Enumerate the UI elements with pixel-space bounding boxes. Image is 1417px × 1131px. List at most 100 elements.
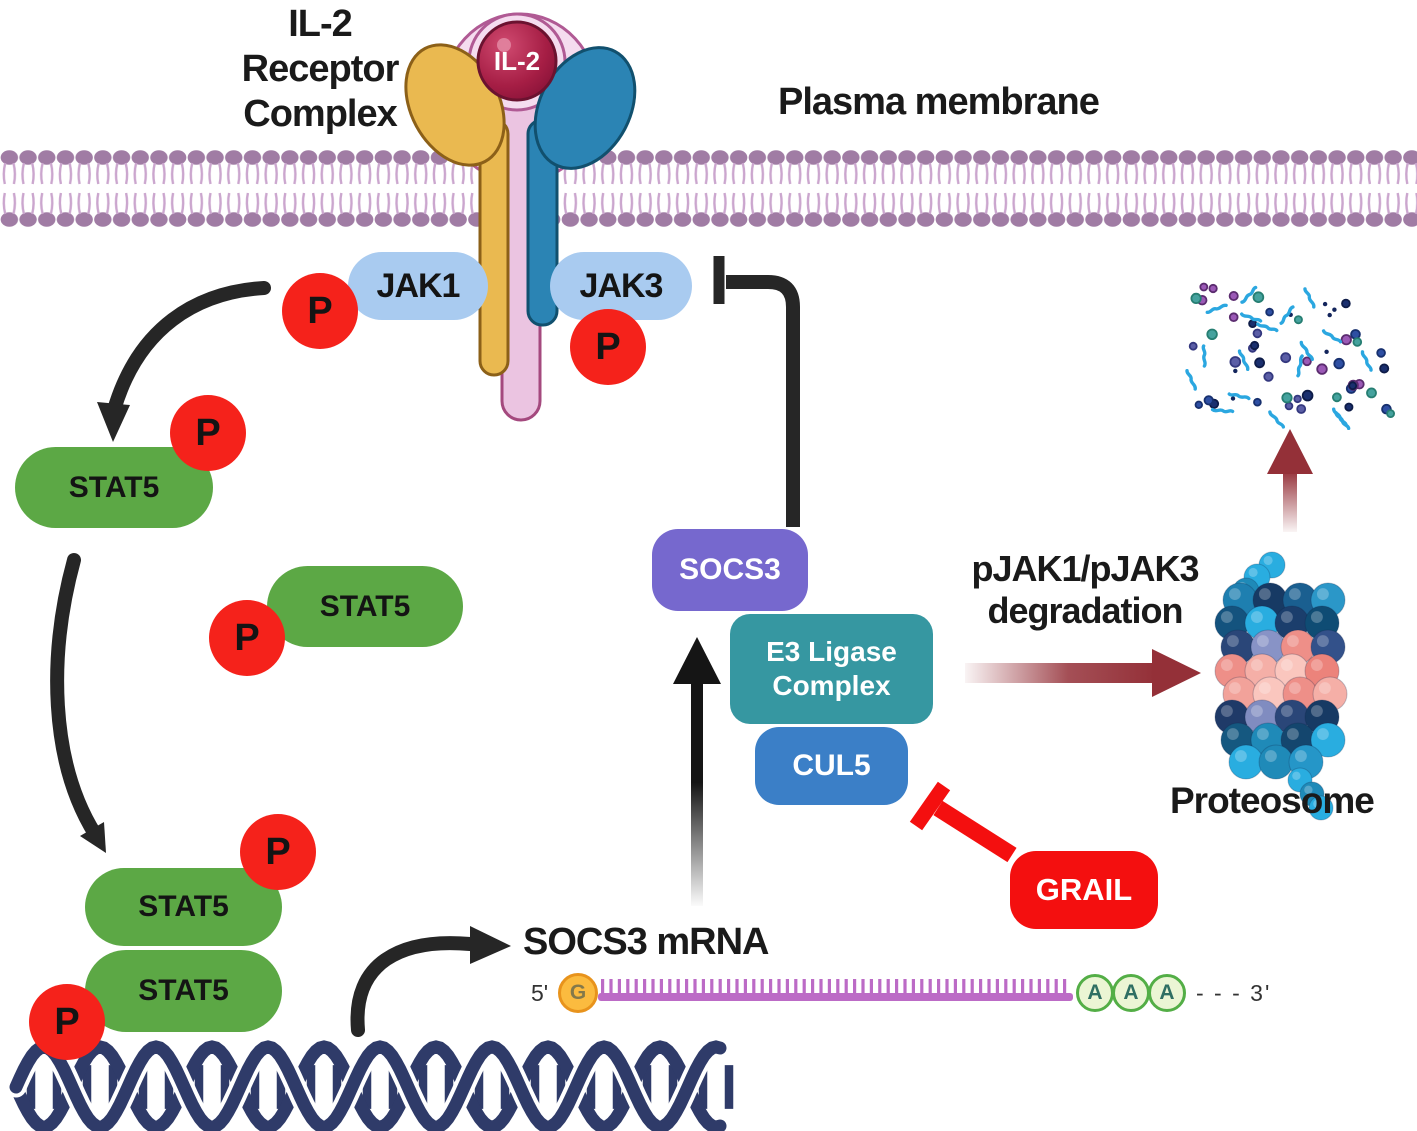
arrow-to-proteosome-head (1152, 649, 1201, 697)
proteosome-sphere-highlight (1288, 588, 1301, 600)
debris-dot (1333, 357, 1345, 370)
debris-peptide-squiggle (1256, 322, 1279, 333)
stat5-dimer-bottom-box: STAT5 (85, 950, 282, 1032)
proteosome-sphere-highlight (1264, 750, 1277, 762)
debris-peptide-squiggle (1227, 392, 1251, 401)
mrna-tick (718, 979, 722, 995)
debris-peptide-squiggle (1205, 303, 1228, 315)
proteosome-sphere-highlight (1286, 635, 1299, 647)
mrna-tick (1054, 979, 1058, 995)
cul5-box: CUL5 (755, 727, 908, 805)
mrna-tick (668, 979, 672, 995)
debris-dot (1386, 409, 1395, 419)
mrna-tick (962, 979, 966, 995)
proteosome-sphere-highlight (1280, 611, 1293, 623)
debris-dot (1379, 363, 1390, 374)
proteosome-sphere-highlight (1304, 785, 1313, 794)
dna-double-helix (5, 1036, 734, 1131)
debris-dot (1263, 371, 1274, 382)
proteosome-sphere-highlight (1256, 728, 1269, 740)
mrna-tick (802, 979, 806, 995)
proteosome-sphere-highlight (1228, 588, 1241, 600)
mrna-polya-1: A (1076, 974, 1114, 1012)
proteosome-sphere-highlight (1248, 567, 1258, 577)
mrna-tick (626, 979, 630, 995)
mrna-tick (693, 979, 697, 995)
mrna-tick (886, 979, 890, 995)
mrna-tick (1037, 979, 1041, 995)
debris-dot (1206, 328, 1218, 341)
jak1-box: JAK1 (348, 252, 488, 320)
debris-dot (1284, 401, 1294, 411)
debris-peptide-squiggle (1185, 369, 1197, 391)
e3-ligase-label-line2: Complex (772, 670, 891, 701)
il2-ligand-highlight (497, 38, 511, 52)
arrow-to-proteosome-shaft (965, 663, 1155, 683)
proteosome-sphere-highlight (1316, 635, 1329, 647)
debris-dot (1366, 387, 1377, 399)
mrna-tick (685, 979, 689, 995)
debris-dot (1199, 282, 1209, 292)
mrna-tick (911, 979, 915, 995)
proteosome-sphere-highlight (1220, 705, 1233, 717)
proteosome-sphere-highlight (1250, 705, 1263, 717)
receptor-complex-label-line3: Complex (243, 93, 397, 135)
debris-dot (1341, 298, 1351, 309)
mrna-five-prime-label: 5' (531, 980, 549, 1006)
inhibition-grail-to-cul5-cap (909, 781, 951, 831)
debris-dot (1344, 402, 1354, 412)
debris-peptide-squiggle (1237, 349, 1250, 371)
debris-dot (1188, 341, 1198, 351)
stat5-dimer-top-box: STAT5 (85, 868, 282, 946)
mrna-tick (1012, 979, 1016, 995)
mrna-tick (995, 979, 999, 995)
proteosome-sphere (1308, 795, 1334, 821)
debris-peptide-squiggle (1239, 312, 1263, 323)
proteosome-sphere-highlight (1226, 728, 1239, 740)
proteosome-sphere-highlight (1258, 682, 1271, 694)
debris-dot-small (1322, 301, 1328, 307)
mrna-tick (853, 979, 857, 995)
mrna-tick (785, 979, 789, 995)
debris-dot (1208, 283, 1218, 294)
mrna-tick (769, 979, 773, 995)
arrow-mrna-to-socs3-head (673, 637, 721, 684)
mrna-tick (777, 979, 781, 995)
mrna-tick (676, 979, 680, 995)
proteosome-sphere-highlight (1292, 771, 1301, 780)
degradation-arrows (965, 429, 1313, 697)
proteosome-graphic (1214, 551, 1348, 821)
mrna-tick (928, 979, 932, 995)
debris-dot-small (1230, 396, 1236, 401)
debris-dot (1203, 395, 1214, 406)
degradation-label: pJAK1/pJAK3 degradation (935, 548, 1235, 632)
arrow-stat5-dimerization (50, 553, 102, 841)
mrna-cap-g: G (558, 973, 598, 1013)
debris-peptide-squiggle (1268, 410, 1286, 429)
proteosome-sphere-highlight (1294, 750, 1307, 762)
debris-peptide-squiggle (1303, 287, 1316, 309)
proteosome-sphere-highlight (1228, 682, 1241, 694)
mrna-tick (1021, 979, 1025, 995)
grail-box: GRAIL (1010, 851, 1158, 929)
debris-peptide-squiggle (1201, 344, 1207, 368)
mrna-tick (937, 979, 941, 995)
plasma-membrane-label: Plasma membrane (778, 81, 1100, 123)
debris-dot (1229, 356, 1242, 368)
mrna-tick (651, 979, 655, 995)
mrna-tick (794, 979, 798, 995)
debris-dot (1281, 392, 1293, 404)
arrowhead-dna-to-mrna (470, 926, 511, 964)
mrna-tick (760, 979, 764, 995)
debris-peptide-squiggle (1299, 340, 1314, 361)
proteosome-sphere (1310, 722, 1346, 758)
jak3-box: JAK3 (550, 252, 692, 320)
debris-peptide-squiggle (1296, 354, 1304, 378)
debris-dot (1316, 363, 1328, 375)
proteosome-sphere-highlight (1263, 555, 1273, 565)
arrowhead-jak-to-stat5 (97, 402, 130, 442)
e3-ligase-label: E3 Ligase Complex (766, 635, 897, 703)
mrna-tick (1046, 979, 1050, 995)
